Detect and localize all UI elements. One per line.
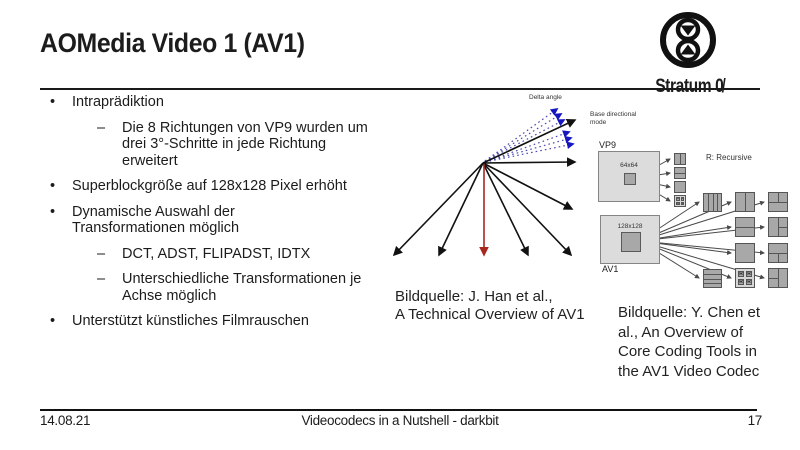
dash-marker: – [97,119,106,136]
av1-partition-split-icon: R R R R [735,268,755,288]
dash-marker: – [97,271,106,287]
vp9-partition-none-icon [674,181,686,193]
vp9-partition-horz-icon [674,167,686,179]
footer-deck-title: Videocodecs in a Nutshell - darkbit [301,413,499,428]
hourglass-logo-icon [660,12,716,68]
vp9-label: VP9 [599,140,617,150]
bullet-text: Intraprädiktion [72,94,164,110]
bullet-subitem: –Unterschiedliche Transformationen je Ac… [88,271,392,304]
av1-partition-vert-icon [735,192,755,212]
bullet-marker: • [50,313,56,329]
bullet-text: Unterschiedliche Transformationen je Ach… [122,271,362,304]
delta-angle-label: Delta angle [529,94,562,101]
footer-divider [40,409,757,411]
recursive-cell: R [680,197,684,201]
bullet-text: Die 8 Richtungen von VP9 wurden um drei … [122,119,368,169]
bullet-marker: • [50,94,56,110]
bullet-item: • Intraprädiktion [40,94,392,111]
bullet-subitem: –Die 8 Richtungen von VP9 wurden um drei… [88,120,392,170]
bullet-item: • Unterstützt künstliches Filmrauschen [40,313,392,330]
bullet-marker: • [50,178,56,194]
av1-superblock [621,232,641,252]
av1-partition-horz4-icon [703,269,722,288]
recursive-legend-label: R: Recursive [706,153,752,162]
vp9-superblock [624,173,636,185]
vp9-partition-split-icon: R R R R [674,195,686,207]
recursive-cell: R [738,271,744,277]
av1-partition-horz-icon [735,217,755,237]
av1-partition-vert-b-icon [768,217,788,237]
stratum0-logo: Stratum 0̸ [655,10,724,102]
caption-han: Bildquelle: J. Han et al., A Technical O… [395,288,585,323]
vp9-block-size-label: 64x64 [620,162,638,169]
dash-marker: – [97,245,106,262]
av1-label: AV1 [602,264,619,274]
bullet-item: • Dynamische Auswahl der Transformationen… [40,204,392,237]
vp9-partition-vert-icon [674,153,686,165]
av1-partition-horz-a-icon [768,192,788,212]
bullet-list: •Intraprädiktion –Die 8 Richtungen von V… [40,94,392,339]
av1-partition-none-icon [735,243,755,263]
footer-page-number: 17 [747,413,763,428]
vp9-frame: 64x64 [598,151,660,202]
logo-caption: Stratum 0̸ [655,76,724,97]
bullet-marker: • [50,203,56,220]
av1-partition-vert-a-icon [768,268,788,288]
recursive-cell: R [676,201,680,205]
bullet-subitem: –DCT, ADST, FLIPADST, IDTX [88,246,392,263]
title-divider [40,88,760,90]
caption-chen: Bildquelle: Y. Chen et al., An Overview … [618,304,761,380]
page-title: AOMedia Video 1 (AV1) [40,28,305,58]
footer-date: 14.08.21 [40,413,91,428]
recursive-cell: R [738,279,744,285]
bullet-text: Dynamische Auswahl der Transformationen … [72,203,240,237]
recursive-cell: R [680,201,684,205]
recursive-cell: R [746,279,752,285]
av1-partition-horz-b-icon [768,243,788,263]
av1-partition-vert4-icon [703,193,722,212]
bullet-item: • Superblockgröße auf 128x128 Pixel erhöh… [40,178,392,195]
av1-block-size-label: 128x128 [617,223,643,230]
intra-direction-fan-diagram [392,107,577,257]
bullet-text: Superblockgröße auf 128x128 Pixel erhöht [72,178,347,194]
bullet-text: Unterstützt künstliches Filmrauschen [72,313,309,329]
recursive-cell: R [676,197,680,201]
av1-frame: 128x128 [600,215,660,264]
base-directional-mode-label: Base directional mode [590,111,637,126]
bullet-text: DCT, ADST, FLIPADST, IDTX [122,245,311,262]
recursive-cell: R [746,271,752,277]
